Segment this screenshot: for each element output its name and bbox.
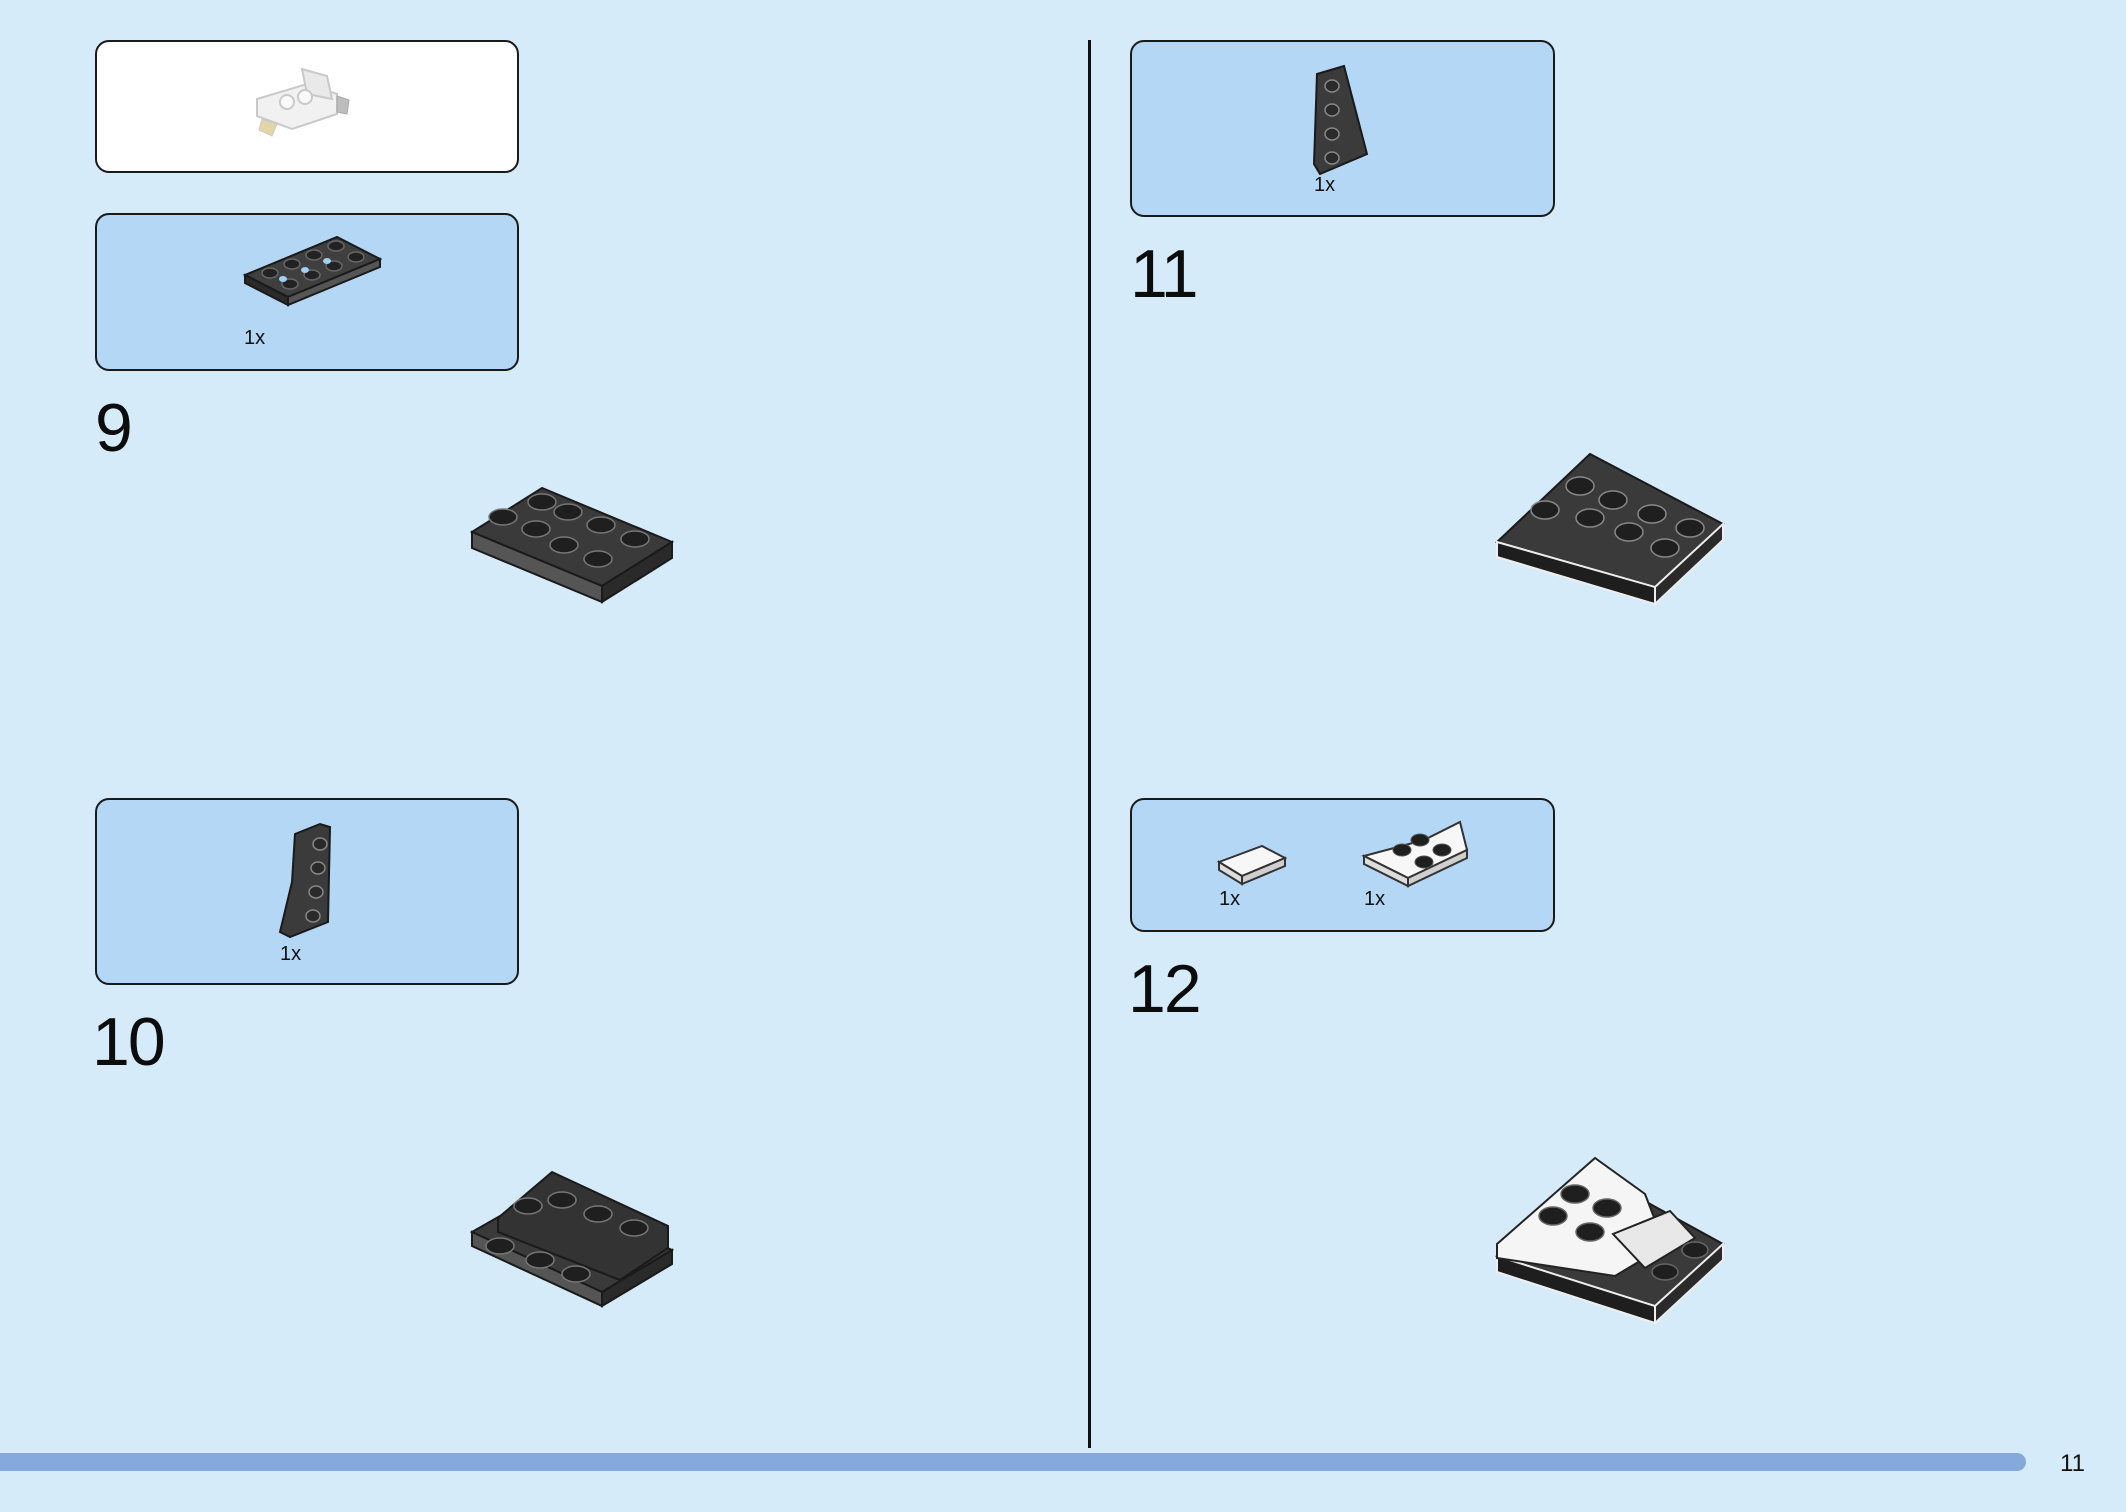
step-9-assembly-plate [469, 486, 675, 604]
step-12-part-1-qty: 1x [1219, 888, 1241, 910]
step-number-12: 12 [1128, 951, 1202, 1027]
model-preview-icon [256, 67, 350, 137]
page-number: 11 [2060, 1450, 2085, 1477]
step-number-9: 9 [95, 390, 133, 466]
step-11-part-qty: 1x [1314, 174, 1336, 196]
step-12-part-2-qty: 1x [1364, 888, 1386, 910]
previous-model-box [95, 40, 519, 173]
step-10-assembly [469, 1170, 675, 1308]
white-wedge-plate-icon [1361, 820, 1469, 888]
step-9-part-qty: 1x [244, 327, 266, 349]
step-11-parts-box: 1x [1130, 40, 1555, 217]
step-9-parts-box: 1x [95, 213, 519, 371]
plate-2x4-technic-icon [242, 235, 383, 307]
step-10-parts-box: 1x [95, 798, 519, 985]
white-tile-icon [1216, 844, 1288, 886]
step-number-10: 10 [92, 1004, 166, 1080]
wedge-plate-icon [278, 822, 332, 939]
progress-bar [0, 1453, 2026, 1471]
step-12-assembly [1495, 1156, 1725, 1326]
step-number-11: 11 [1130, 236, 1199, 312]
wedge-plate-icon [1312, 64, 1369, 176]
page-divider [1088, 40, 1091, 1448]
step-11-assembly [1495, 452, 1725, 607]
step-12-parts-box: 1x 1x [1130, 798, 1555, 932]
step-10-part-qty: 1x [280, 943, 302, 965]
